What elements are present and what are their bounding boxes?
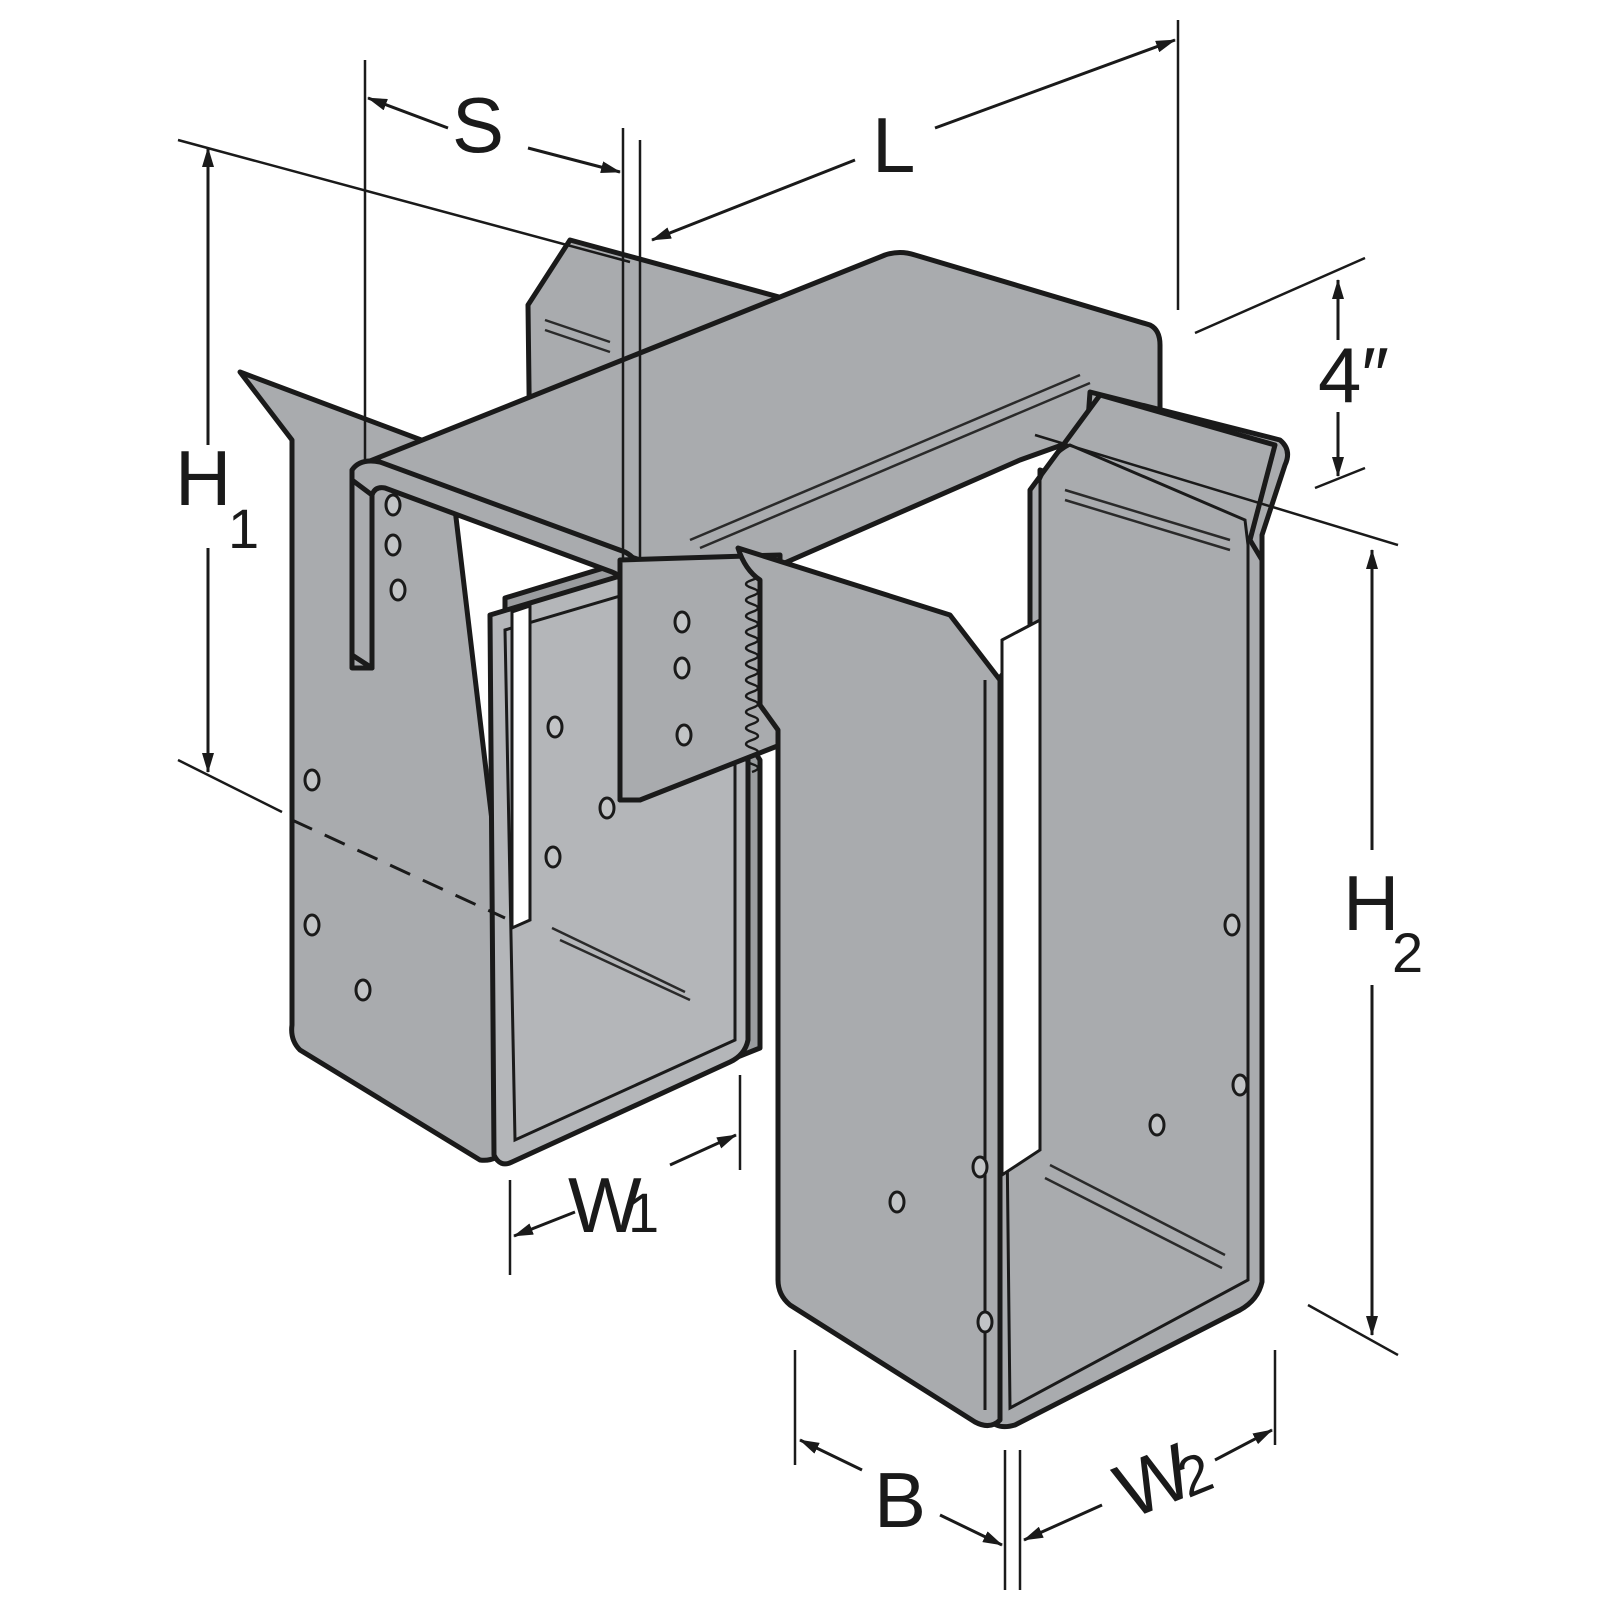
dim-l — [651, 20, 1180, 310]
label-h2-sub: 2 — [1392, 921, 1423, 984]
right-hanger — [735, 389, 1291, 1430]
left-hanger — [237, 369, 763, 1167]
label-b: B — [874, 1456, 926, 1544]
dim-b — [793, 1350, 1022, 1590]
label-w1-sub: 1 — [628, 1181, 659, 1244]
dim-h1 — [177, 138, 631, 814]
dim-h2 — [1034, 433, 1399, 1357]
top-plate — [357, 250, 1163, 568]
label-s: S — [452, 81, 504, 169]
nail-holes — [303, 493, 1249, 1334]
label-4-inch: 4″ — [1318, 331, 1389, 419]
dim-4in — [1194, 256, 1366, 490]
label-w1-main: W — [568, 1161, 642, 1249]
dim-w1 — [508, 1075, 742, 1275]
label-h2-main: H — [1343, 859, 1399, 947]
dim-w2 — [1023, 1350, 1277, 1542]
label-h1-sub: 1 — [228, 497, 259, 560]
label-h1-main: H — [175, 434, 231, 522]
dim-s — [363, 60, 642, 560]
label-l: L — [872, 101, 915, 189]
